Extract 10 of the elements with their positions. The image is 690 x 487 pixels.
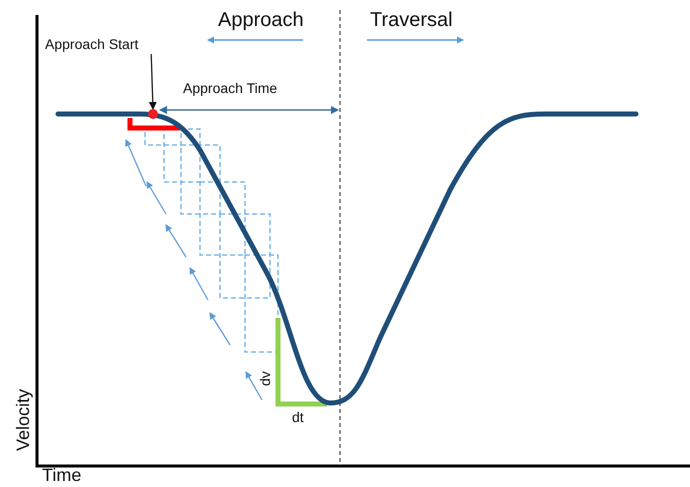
duration-label: Approach Time	[183, 81, 278, 96]
axis-delta-label: dt	[292, 410, 304, 426]
phase-label: Approach	[218, 9, 304, 31]
axis-title: Time	[42, 466, 82, 486]
axis-delta-label: dv	[258, 371, 274, 386]
axis-title: Velocity	[14, 388, 34, 451]
start-point-marker	[148, 109, 158, 119]
callout-text: Approach Start	[45, 37, 138, 52]
leader-arrow	[148, 54, 157, 110]
phase-label: Traversal	[370, 9, 453, 31]
